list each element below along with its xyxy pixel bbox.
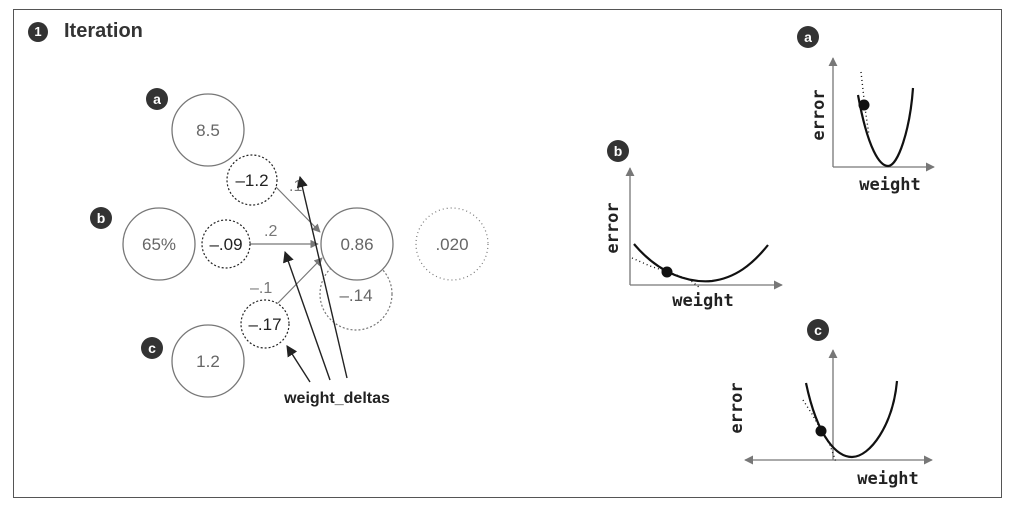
- error-value: .020: [435, 235, 468, 254]
- plot-a-badge: [797, 26, 819, 48]
- plot-a-point: [858, 99, 870, 111]
- plot-a: a error weight: [797, 26, 935, 195]
- input-node-c: [171, 324, 245, 398]
- weight-deltas-label: weight_deltas: [283, 390, 390, 407]
- step-number-badge: 1: [28, 22, 48, 42]
- plot-b-point: [661, 266, 673, 278]
- input-value-c: 1.2: [196, 352, 220, 371]
- plot-c: c error weight: [727, 319, 933, 489]
- weight-delta-value-c: –.17: [248, 315, 281, 334]
- connection-c-line: [277, 257, 323, 304]
- prediction-node: [320, 207, 394, 281]
- annotation-arrow-b: [283, 250, 331, 381]
- prediction-value: 0.86: [340, 235, 373, 254]
- plot-a-xlabel: weight: [859, 175, 920, 195]
- plot-b: b error weight: [603, 140, 783, 311]
- error-node: [415, 207, 489, 281]
- delta-value: –.14: [339, 286, 372, 305]
- plot-c-ylabel: error: [727, 382, 747, 433]
- svg-text:b: b: [97, 210, 106, 226]
- weight-delta-value-b: –.09: [209, 235, 242, 254]
- badge-b: b: [90, 207, 112, 229]
- plot-b-ylabel: error: [603, 202, 623, 253]
- svg-text:c: c: [814, 322, 822, 338]
- plot-c-xlabel: weight: [857, 469, 918, 489]
- weight-label-c: –.1: [250, 280, 272, 297]
- weight-delta-node-c: [240, 299, 290, 349]
- weight-delta-node-b: [201, 219, 251, 269]
- plot-a-ylabel: error: [809, 89, 829, 140]
- input-node-b: [122, 207, 196, 281]
- weight-delta-node-a: [226, 154, 278, 206]
- plot-c-curve: [804, 380, 899, 459]
- input-node-a: [171, 93, 245, 167]
- annotation-arrow-a: [296, 175, 348, 379]
- plot-b-curve: [633, 243, 769, 283]
- plot-a-curve: [856, 87, 915, 168]
- svg-text:b: b: [614, 143, 623, 159]
- badge-a: a: [146, 88, 168, 110]
- plot-b-xlabel: weight: [672, 291, 733, 311]
- figure-title: Iteration: [64, 20, 143, 42]
- connection-a-line: [274, 185, 321, 233]
- annotation-arrow-c: [286, 345, 311, 383]
- svg-text:a: a: [804, 29, 812, 45]
- svg-text:a: a: [153, 91, 161, 107]
- weight-delta-value-a: –1.2: [235, 171, 268, 190]
- plot-c-point: [815, 425, 827, 437]
- input-value-b: 65%: [142, 235, 176, 254]
- badge-c: c: [141, 337, 163, 359]
- svg-text:c: c: [148, 340, 156, 356]
- plot-b-badge: [607, 140, 629, 162]
- input-value-a: 8.5: [196, 121, 220, 140]
- weight-label-b: .2: [264, 223, 277, 240]
- plot-c-badge: [807, 319, 829, 341]
